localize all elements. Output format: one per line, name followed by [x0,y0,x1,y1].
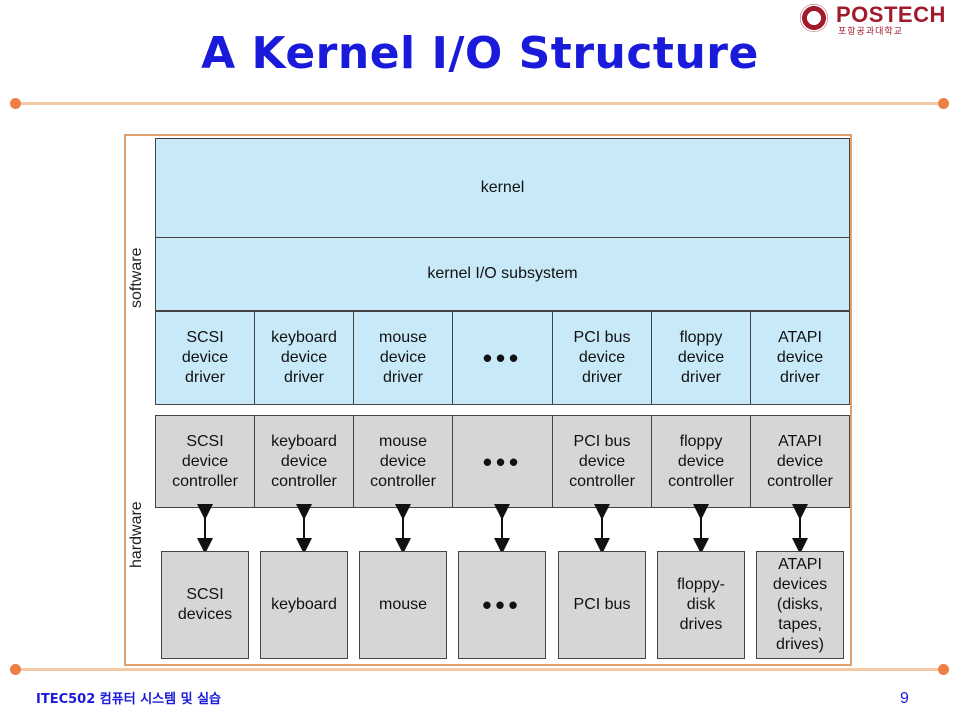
ellipsis-label: ••• [482,446,523,477]
bottom-rule-right-dot [938,664,949,675]
controller-label: SCSI device controller [172,432,238,490]
controller-label: floppy device controller [668,432,734,490]
device-box: mouse [359,551,447,659]
io-subsystem-label: kernel I/O subsystem [427,265,578,282]
controller-box: floppy device controller [651,415,751,508]
postech-logo: POSTECH 포항공과대학교 [800,2,950,37]
driver-label: ATAPI device driver [776,329,824,386]
driver-label: floppy device driver [677,329,725,386]
controller-box: PCI bus device controller [552,415,652,508]
postech-seal-icon [800,4,828,32]
device-label: PCI bus [573,596,631,613]
driver-label: PCI bus device driver [573,329,631,386]
slide-title: A Kernel I/O Structure [201,28,759,79]
controller-label: ATAPI device controller [767,432,833,490]
device-box: PCI bus [558,551,646,659]
kernel-layer: kernel [155,138,850,238]
ellipsis-label: ••• [482,343,523,373]
device-label: ATAPI devices (disks, tapes, drives) [772,556,828,653]
controller-box: keyboard device controller [254,415,354,508]
controller-label: mouse device controller [370,432,436,490]
top-rule-right-dot [938,98,949,109]
controller-label: keyboard device controller [271,432,337,490]
controller-box: SCSI device controller [155,415,255,508]
driver-label: keyboard device driver [271,329,337,386]
device-box: SCSI devices [161,551,249,659]
ellipsis-label: ••• [482,590,522,620]
controller-box: mouse device controller [353,415,453,508]
logo-subtitle: 포항공과대학교 [838,27,903,37]
kernel-label: kernel [480,179,525,196]
driver-box: mouse device driver [353,311,453,405]
io-subsystem-layer: kernel I/O subsystem [155,237,850,311]
device-label: floppy- disk drives [676,576,726,633]
device-box: floppy- disk drives [657,551,745,659]
device-box: keyboard [260,551,348,659]
driver-label: mouse device driver [378,329,428,386]
top-rule [16,102,944,105]
page-number: 9 [900,690,909,707]
device-box: ATAPI devices (disks, tapes, drives) [756,551,844,659]
driver-box: floppy device driver [651,311,751,405]
driver-box: ATAPI device driver [750,311,850,405]
device-box: ••• [458,551,546,659]
bottom-rule-left-dot [10,664,21,675]
device-label: keyboard [271,596,337,613]
driver-label: SCSI device driver [181,329,229,386]
driver-box: PCI bus device driver [552,311,652,405]
course-footer: ITEC502 컴퓨터 시스템 및 실습 [36,692,222,707]
top-rule-left-dot [10,98,21,109]
driver-box: ••• [452,311,553,405]
driver-box: keyboard device driver [254,311,354,405]
logo-wordmark: POSTECH [836,2,946,27]
device-label: SCSI devices [177,586,233,623]
bottom-rule [16,668,944,671]
device-label: mouse [378,596,428,613]
controller-box: ATAPI device controller [750,415,850,508]
controller-label: PCI bus device controller [569,432,635,490]
